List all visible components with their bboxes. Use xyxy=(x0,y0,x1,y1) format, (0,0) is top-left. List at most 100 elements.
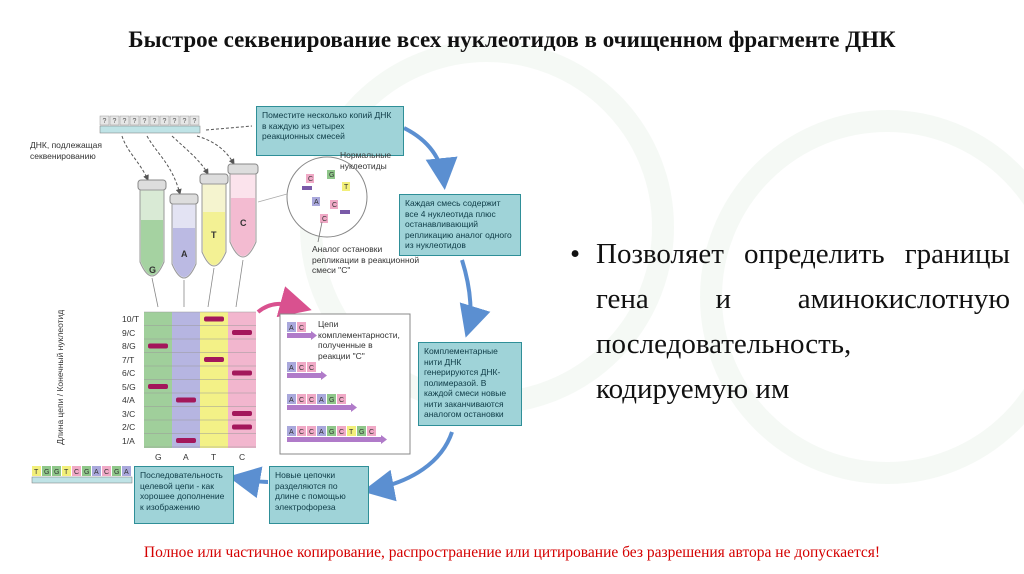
strand-base-letter: C xyxy=(299,429,304,436)
unknown-base-box xyxy=(149,115,160,126)
box-generated: Комплементарные нити ДНК генерируются ДН… xyxy=(418,342,522,426)
bullet-marker: • xyxy=(570,238,581,270)
bullet-text: Позволяет определить границы гена и амин… xyxy=(596,238,1010,405)
gel-row-label: 5/G xyxy=(122,381,136,392)
target-dna-strand: ?1?2?3?4?5?6?7?8?9?10 xyxy=(99,115,201,134)
tube-label-g: G xyxy=(149,265,157,275)
strand-base-letter: A xyxy=(289,325,294,332)
unknown-base-mark: ? xyxy=(193,118,197,125)
strand-base-letter: A xyxy=(289,365,294,372)
tube-a xyxy=(169,193,199,279)
sequencing-figure: ?1?2?3?4?5?6?7?8?9?10 xyxy=(22,102,524,528)
tube-c xyxy=(227,163,259,258)
strand-backbone xyxy=(287,437,381,442)
strand-base-letter: C xyxy=(309,365,314,372)
gel-column-label: G xyxy=(155,452,162,462)
strand-base xyxy=(287,362,296,372)
gel-band xyxy=(176,397,196,403)
gel-electrophoresis xyxy=(144,311,256,448)
gel-band xyxy=(176,438,196,443)
result-base xyxy=(112,466,121,476)
unknown-base-box xyxy=(109,115,120,126)
result-base-letter: T xyxy=(34,469,39,476)
strand-base-letter: T xyxy=(349,429,354,436)
analog-label: Аналог остановки репликации в реакционно… xyxy=(312,244,420,275)
result-base xyxy=(62,466,71,476)
strand-base-letter: C xyxy=(299,365,304,372)
box-each-mix: Каждая смесь содержит все 4 нуклеотида п… xyxy=(399,194,521,256)
strand-backbone xyxy=(287,333,311,338)
unknown-base-box xyxy=(139,115,150,126)
strand-end xyxy=(311,331,317,340)
result-base-letter: G xyxy=(54,469,59,476)
svg-text:C: C xyxy=(308,176,313,183)
result-base xyxy=(102,466,111,476)
gel-band xyxy=(148,343,168,349)
strand-base xyxy=(347,426,356,436)
unknown-base-box xyxy=(179,115,190,126)
unknown-base-mark: ? xyxy=(163,118,167,125)
strand-base-letter: A xyxy=(289,429,294,436)
strand-base xyxy=(317,394,326,404)
unknown-base-box xyxy=(169,115,180,126)
strand-end xyxy=(321,371,327,380)
result-base xyxy=(42,466,51,476)
strand-base xyxy=(287,426,296,436)
unknown-base-mark: ? xyxy=(133,118,137,125)
strand-base xyxy=(307,426,316,436)
gel-band xyxy=(232,411,252,416)
result-base xyxy=(52,466,61,476)
complementary-label: Цепи комплементарности, полученные в реа… xyxy=(318,319,400,361)
gel-band xyxy=(148,384,168,389)
unknown-base-mark: ? xyxy=(123,118,127,125)
gel-row-label: 10/T xyxy=(122,314,140,324)
gel-row-label: 6/C xyxy=(122,368,136,378)
strand-base xyxy=(297,322,306,332)
strand-base-letter: A xyxy=(319,397,324,404)
box-sequence: Последовательность целевой цепи - как хо… xyxy=(134,466,234,524)
svg-text:G: G xyxy=(329,172,334,179)
strand-base xyxy=(367,426,376,436)
gel-band xyxy=(232,424,252,430)
tube-label-c: C xyxy=(240,218,247,228)
strand-backbone xyxy=(287,373,321,378)
strand-base xyxy=(307,394,316,404)
box-copies: Поместите несколько копий ДНК в каждую и… xyxy=(256,106,404,156)
result-base xyxy=(82,466,91,476)
unknown-base-mark: ? xyxy=(113,118,117,125)
gel-row-label: 9/C xyxy=(122,327,136,338)
strand-base-letter: C xyxy=(339,397,344,404)
unknown-base-mark: ? xyxy=(103,118,107,125)
strand-base-letter: C xyxy=(339,429,344,436)
result-base xyxy=(32,466,41,476)
unknown-base-box xyxy=(99,115,110,126)
strand-base xyxy=(297,362,306,372)
box-separated: Новые цепочки разделяются по длине с пом… xyxy=(269,466,369,524)
result-base-letter: G xyxy=(114,469,119,476)
nucleotide-zoom-circle: C G T A C C xyxy=(257,156,368,243)
result-base-letter: T xyxy=(64,469,69,476)
strand-base xyxy=(287,394,296,404)
gel-band xyxy=(204,357,224,362)
result-base-letter: G xyxy=(44,469,49,476)
strand-backbone xyxy=(287,405,351,410)
strand-base-letter: C xyxy=(309,429,314,436)
strand-base-letter: A xyxy=(289,397,294,404)
result-base xyxy=(122,466,131,476)
tube-t xyxy=(199,173,229,267)
result-base xyxy=(92,466,101,476)
gel-column-label: T xyxy=(211,452,217,462)
strand-base-letter: G xyxy=(329,397,334,404)
gel-row-label: 3/C xyxy=(122,408,136,419)
strand-base xyxy=(337,426,346,436)
svg-text:C: C xyxy=(332,202,337,209)
unknown-base-box xyxy=(129,115,140,126)
strand-base xyxy=(287,322,296,332)
strand-base xyxy=(357,426,366,436)
result-base-letter: C xyxy=(104,469,109,476)
gel-band xyxy=(232,330,252,335)
unknown-base-box xyxy=(119,115,130,126)
strand-base-letter: C xyxy=(369,429,374,436)
